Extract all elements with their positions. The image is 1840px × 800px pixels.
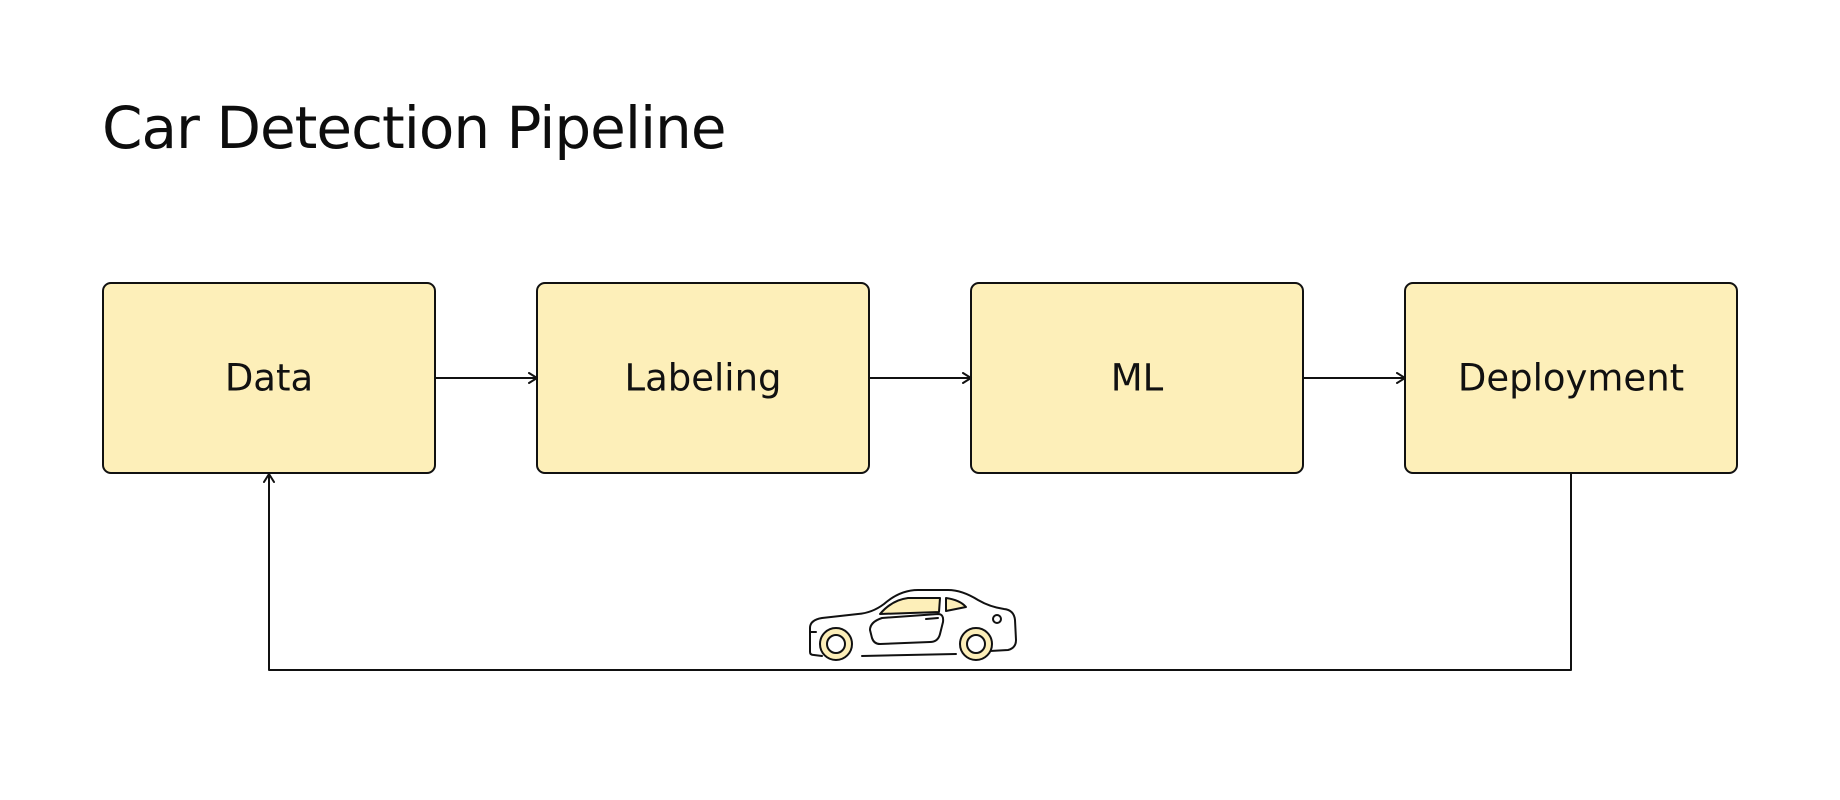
- node-labeling: Labeling: [536, 282, 870, 474]
- node-data: Data: [102, 282, 436, 474]
- node-deployment: Deployment: [1404, 282, 1738, 474]
- node-deployment-label: Deployment: [1458, 357, 1684, 400]
- node-labeling-label: Labeling: [624, 357, 781, 400]
- node-data-label: Data: [225, 357, 313, 400]
- node-ml-label: ML: [1111, 357, 1164, 400]
- car-icon: [809, 589, 1017, 661]
- arrow-deployment-to-data-loop: [263, 473, 1572, 671]
- diagram-title: Car Detection Pipeline: [102, 94, 727, 162]
- node-ml: ML: [970, 282, 1304, 474]
